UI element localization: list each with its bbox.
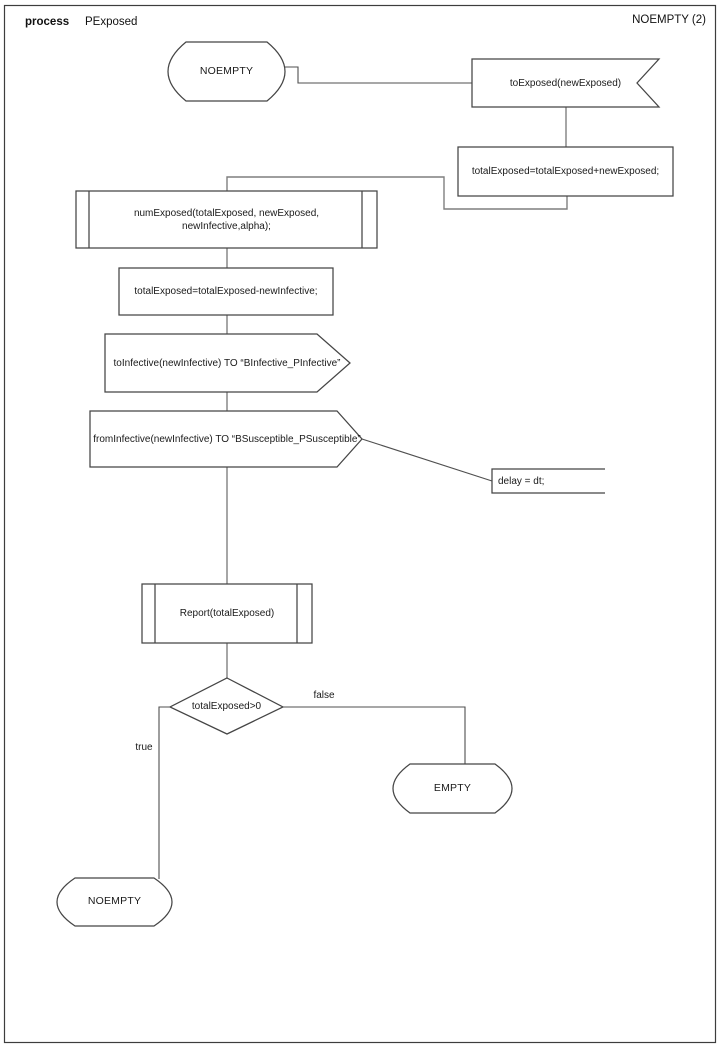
state-empty[interactable] bbox=[392, 763, 513, 814]
state-noempty-end[interactable] bbox=[56, 877, 173, 927]
output-frominfective[interactable] bbox=[89, 410, 363, 468]
procedure-report-label: Report(totalExposed) bbox=[179, 608, 275, 619]
procedure-report[interactable] bbox=[141, 583, 313, 644]
task-subtract-infective[interactable] bbox=[118, 267, 334, 316]
state-empty-label: EMPTY bbox=[433, 781, 472, 794]
decision-totalexposed[interactable] bbox=[168, 677, 285, 735]
procedure-report-sidebars bbox=[154, 584, 298, 643]
input-toexposed-label: toExposed(newExposed) bbox=[509, 77, 622, 89]
procedure-numexposed-label: numExposed(totalExposed, newExposed, new… bbox=[133, 207, 320, 232]
task-add-exposed[interactable] bbox=[457, 146, 674, 197]
connector-delay-comment bbox=[361, 438, 493, 482]
comment-delay-bracket[interactable] bbox=[491, 468, 605, 494]
header-process-name: PExposed bbox=[85, 16, 138, 28]
output-toinfective-label: toInfective(newInfective) TO “BInfective… bbox=[113, 357, 341, 369]
connector-true-branch bbox=[158, 706, 170, 879]
output-frominfective-label: fromInfective(newInfective) TO “BSuscept… bbox=[93, 433, 361, 445]
header-page-ref: NOEMPTY (2) bbox=[632, 14, 706, 26]
decision-label: totalExposed>0 bbox=[191, 700, 262, 712]
page-border bbox=[3, 4, 717, 1044]
output-toinfective[interactable] bbox=[104, 333, 351, 393]
state-noempty-start-label: NOEMPTY bbox=[199, 64, 254, 77]
header-kind-label: process bbox=[25, 16, 70, 28]
procedure-numexposed[interactable] bbox=[75, 190, 378, 249]
state-noempty-start[interactable] bbox=[167, 41, 286, 102]
connector-false-branch bbox=[283, 706, 466, 764]
connector-state-to-input bbox=[285, 66, 472, 84]
task-subtract-label: totalExposed=totalExposed-newInfective; bbox=[134, 286, 318, 297]
false-branch-label: false bbox=[313, 689, 335, 701]
state-noempty-end-label: NOEMPTY bbox=[87, 895, 142, 908]
input-toexposed[interactable] bbox=[471, 58, 661, 108]
connector-task-to-procedure bbox=[226, 176, 568, 210]
true-branch-label: true bbox=[135, 741, 153, 753]
comment-delay-label: delay = dt; bbox=[498, 475, 545, 487]
task-add-label: totalExposed=totalExposed+newExposed; bbox=[471, 166, 660, 177]
procedure-numexposed-sidebars bbox=[88, 191, 363, 248]
